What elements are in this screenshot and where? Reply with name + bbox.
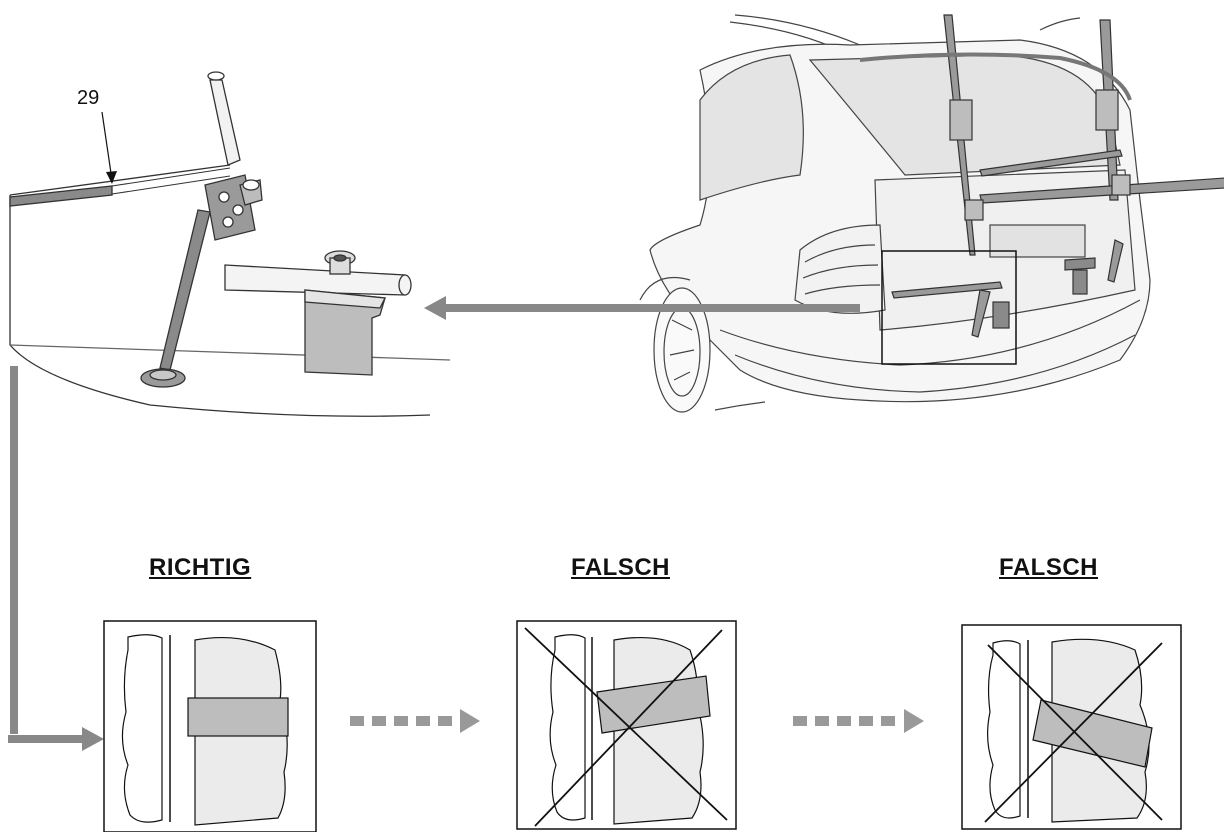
strap xyxy=(1032,699,1153,768)
callout-29: 29 xyxy=(77,87,100,109)
strap xyxy=(187,697,289,737)
label-richtig: RICHTIG xyxy=(149,554,252,581)
panel-correct xyxy=(103,620,317,833)
arrow-left xyxy=(424,296,860,320)
dotted-arrow-1 xyxy=(350,709,480,733)
panel-wrong-1 xyxy=(516,620,737,830)
dotted-arrow-2 xyxy=(793,709,924,733)
callout-29-pointer xyxy=(101,111,117,184)
zoomed-detail xyxy=(9,71,451,417)
detail-frame xyxy=(881,250,1017,365)
car-illustration xyxy=(639,14,1151,413)
cross-mark xyxy=(524,627,728,821)
label-falsch-1: FALSCH xyxy=(571,554,670,581)
panel-wrong-2 xyxy=(961,624,1182,830)
rack-on-car xyxy=(859,14,1224,338)
arrow-down-right xyxy=(8,366,104,751)
cross-mark xyxy=(987,644,1163,821)
strap xyxy=(596,675,711,734)
label-falsch-2: FALSCH xyxy=(999,554,1098,581)
